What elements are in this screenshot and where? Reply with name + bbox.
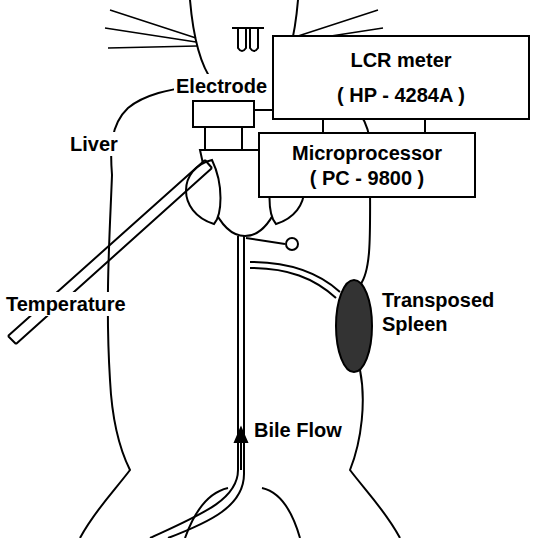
flow-arrowhead [235,428,247,442]
probe-label: Temperature [4,292,128,316]
bile-duct [150,236,244,538]
temperature-probe [8,160,212,344]
electrode-box: Electrode [192,100,255,128]
box-text: LCR meter [350,48,451,72]
cable-line [322,120,324,132]
catheter-loop [286,238,298,250]
organ-label: Transposed Spleen [380,288,509,336]
organ-label: Liver [68,132,120,156]
part-label: Electrode [174,74,269,98]
computer-box: Microprocessor( PC - 9800 ) [258,132,476,198]
box-text: ( HP - 4284A ) [337,83,465,107]
spleen [336,280,372,372]
teeth [232,28,264,51]
flow-label: Bile Flow [252,418,344,442]
instrument-box: LCR meter ( HP - 4284A ) [272,35,530,120]
catheter [246,238,285,244]
cable-line [255,109,272,111]
box-text: ( PC - 9800 ) [310,166,424,190]
electrode-prongs [205,128,242,152]
box-text: Microprocessor [292,141,442,165]
cable-line [424,120,426,132]
liver-lobe [186,160,221,224]
spleen-vessel [250,262,340,298]
